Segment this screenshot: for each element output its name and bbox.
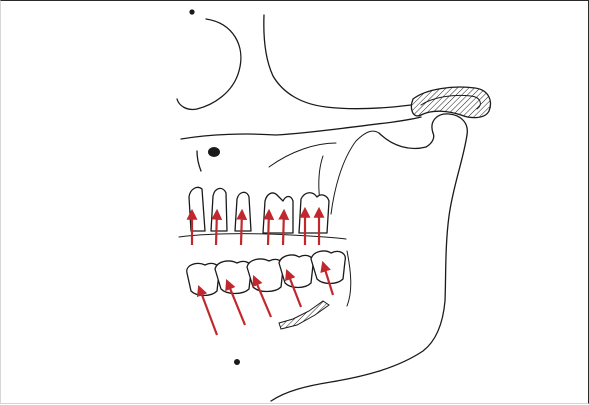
maxilla-line <box>269 143 336 167</box>
ramus-front <box>379 133 434 148</box>
lower-tooth <box>215 261 251 294</box>
zygomatic-arch <box>181 117 421 139</box>
force-arrow <box>241 211 242 245</box>
coronoid-line <box>331 131 379 214</box>
gum-hatch <box>279 301 329 329</box>
upper-tooth <box>211 188 227 231</box>
lower-tooth <box>247 259 283 292</box>
articular-fossa <box>411 87 490 118</box>
nasal-line <box>197 151 201 171</box>
skull-contour <box>264 15 411 109</box>
top-dot <box>189 9 194 14</box>
force-arrow <box>268 211 269 245</box>
force-arrow <box>283 211 284 245</box>
infraorbital-foramen <box>208 147 220 157</box>
upper-tooth <box>299 193 329 233</box>
occlusal-curve <box>179 234 346 239</box>
orbit-outline <box>177 19 241 109</box>
lower-tooth <box>279 255 313 288</box>
chin-foramen-dot <box>234 359 240 365</box>
mandible-inner <box>347 251 351 306</box>
force-arrow <box>216 211 217 245</box>
condyle <box>432 114 467 135</box>
lower-tooth <box>187 263 220 295</box>
